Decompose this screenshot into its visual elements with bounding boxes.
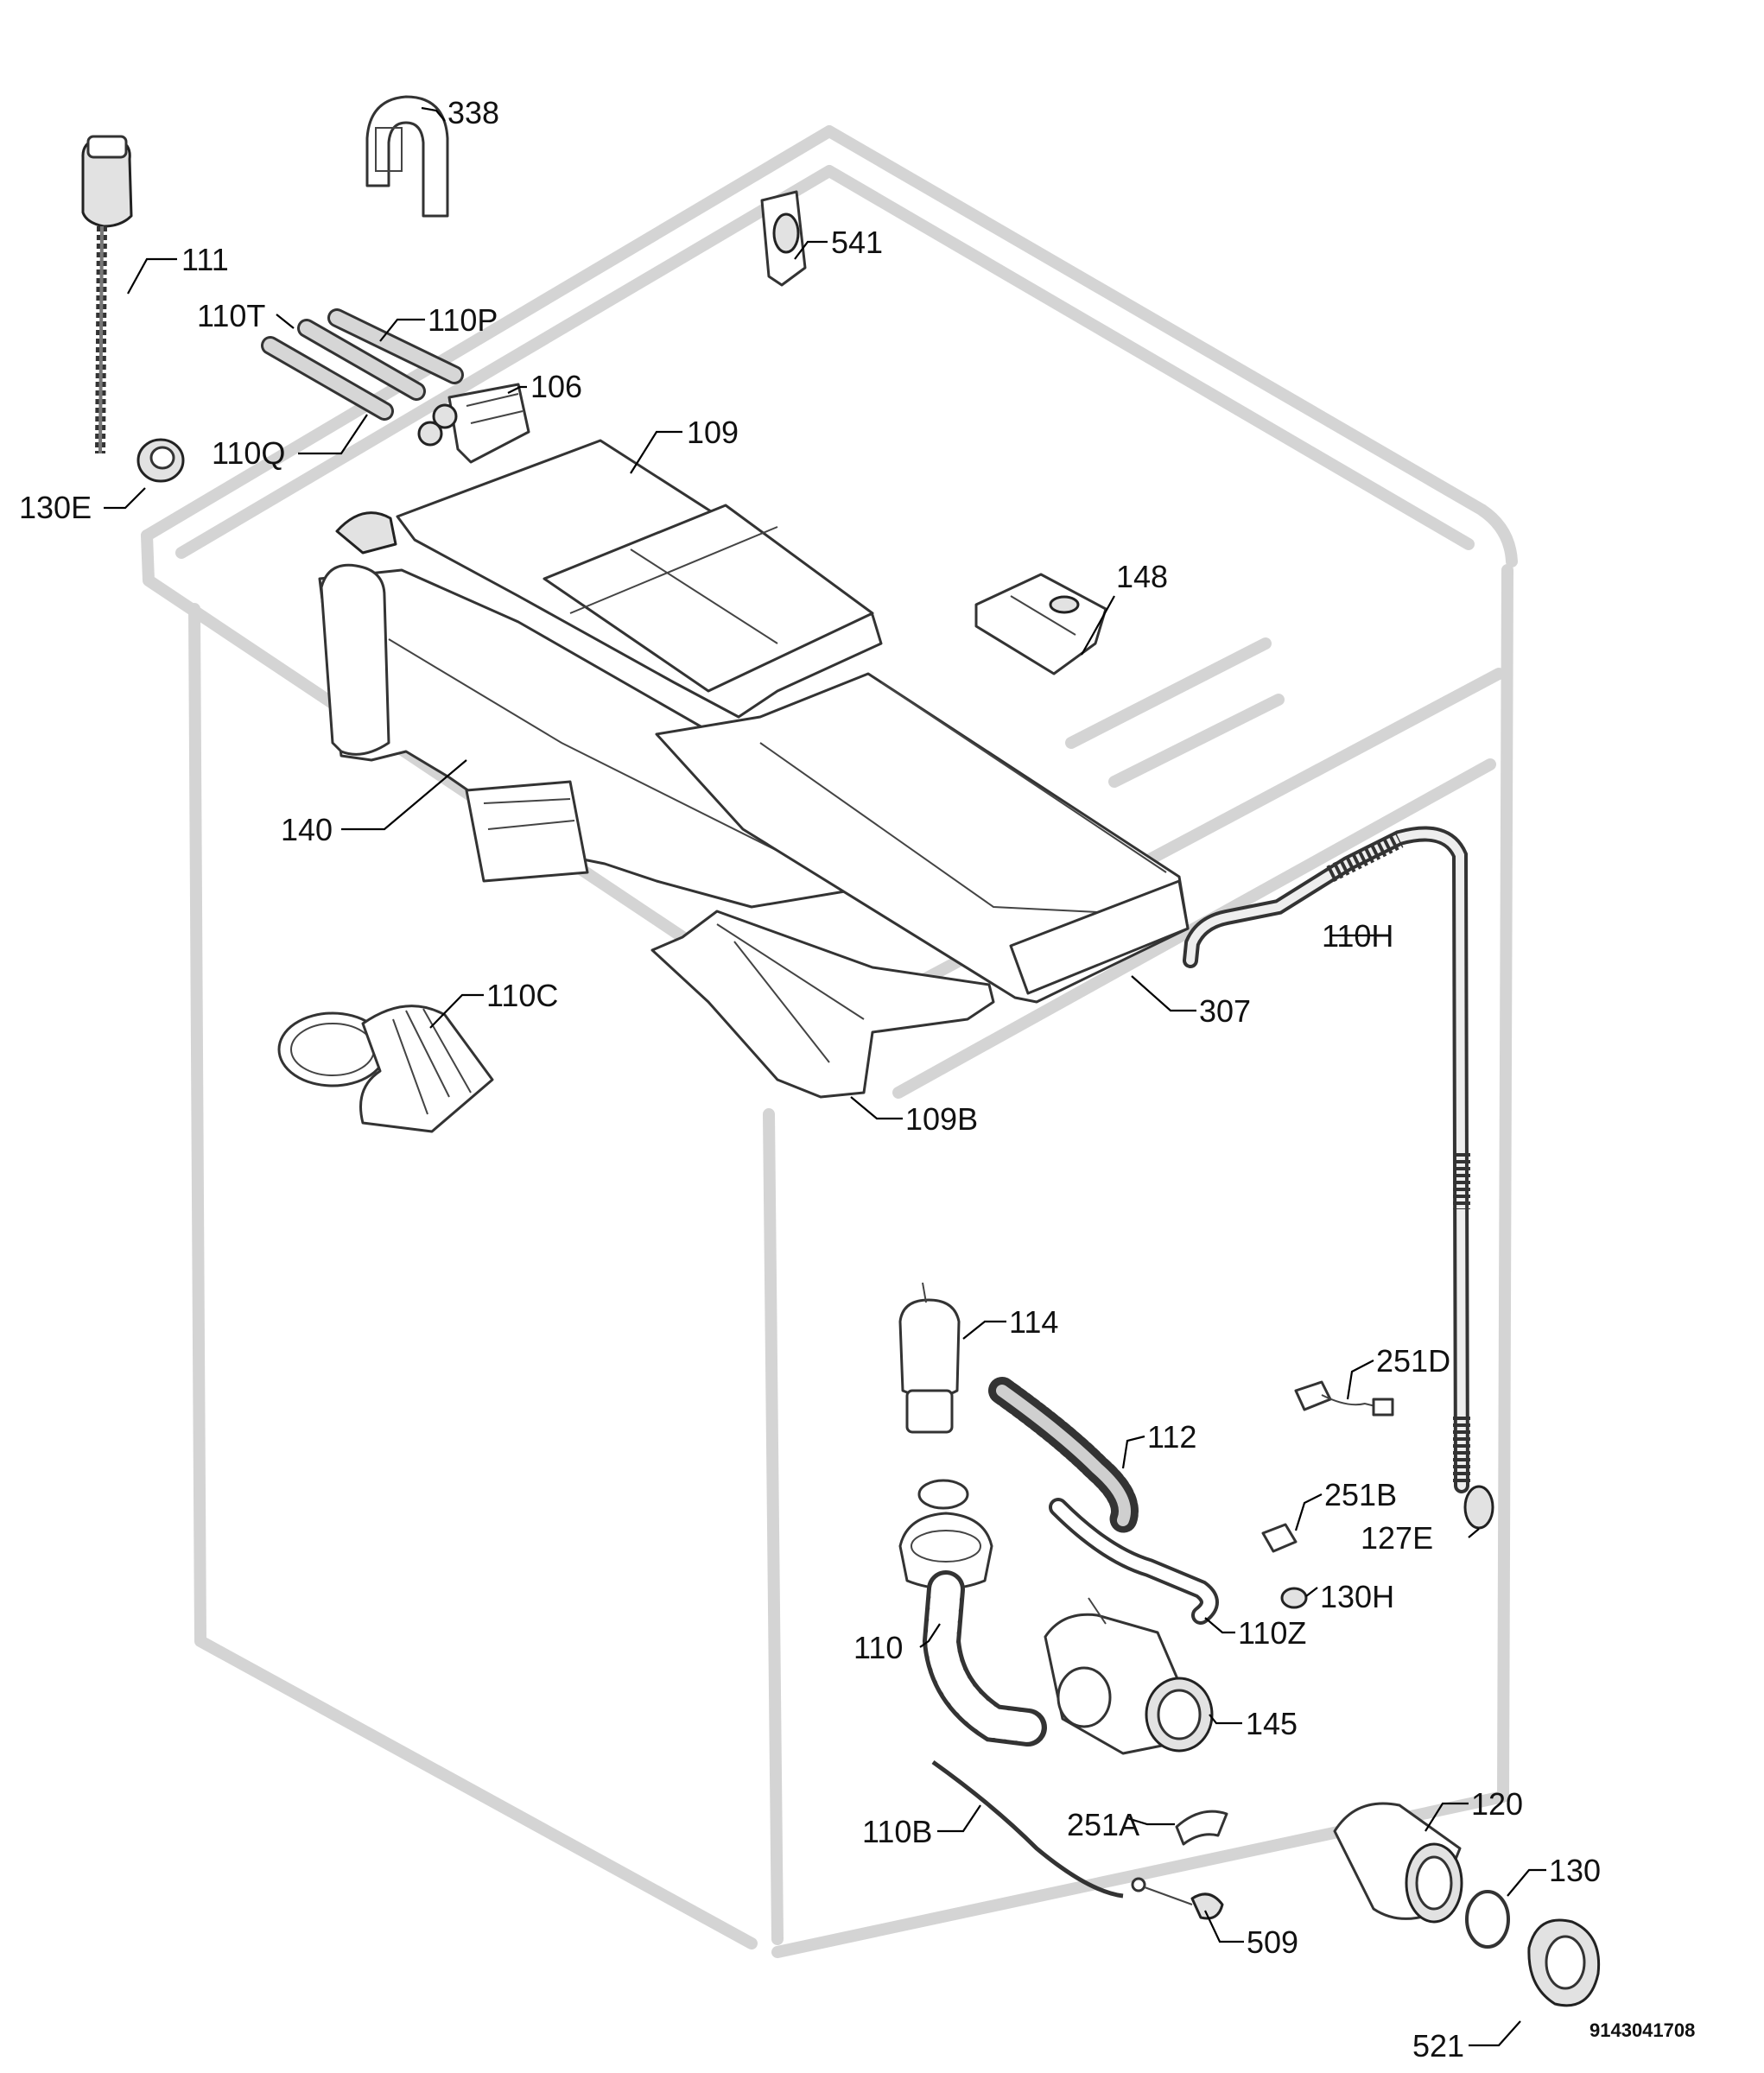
clip-251A xyxy=(1175,1810,1228,1846)
connector-251B xyxy=(1261,1523,1298,1553)
bellows-110C xyxy=(277,1005,494,1133)
plug-509 xyxy=(1131,1877,1224,1920)
callout-110: 110 xyxy=(853,1630,903,1665)
document-number: 9143041708 xyxy=(1590,2019,1695,2041)
leader-lines xyxy=(104,106,1546,2047)
hose-110Z xyxy=(1049,1498,1219,1625)
pressure-chamber-114 xyxy=(898,1282,961,1434)
callout-145: 145 xyxy=(1246,1706,1298,1741)
callout-130H: 130H xyxy=(1320,1579,1394,1614)
callout-110C: 110C xyxy=(486,978,558,1013)
callout-509: 509 xyxy=(1247,1924,1298,1960)
hose-110H xyxy=(1183,826,1470,1493)
callout-109B: 109B xyxy=(905,1101,978,1137)
hose-hook-338 xyxy=(365,95,449,218)
callout-130: 130 xyxy=(1549,1853,1601,1888)
duct-109B xyxy=(650,910,995,1099)
cap-521 xyxy=(1527,1918,1601,2007)
callout-110T: 110T xyxy=(197,298,265,333)
filter-120 xyxy=(1333,1802,1463,1924)
callout-338: 338 xyxy=(447,95,499,130)
callout-130E: 130E xyxy=(19,490,92,525)
drain-tube-110B xyxy=(931,1759,1124,1899)
callout-labels: 338 111 110T 110P 541 106 110Q 109 130E … xyxy=(19,95,1695,2063)
callout-110Q: 110Q xyxy=(212,435,285,471)
ring-130H xyxy=(1280,1587,1308,1609)
callout-307: 307 xyxy=(1199,993,1251,1029)
hose-112 xyxy=(988,1377,1139,1534)
knob-148 xyxy=(974,573,1107,675)
callout-111: 111 xyxy=(181,242,229,277)
pump-145 xyxy=(1044,1597,1214,1755)
callout-251D: 251D xyxy=(1376,1343,1450,1379)
dispenser-housing-140 xyxy=(318,563,874,909)
ring-127E xyxy=(1463,1485,1494,1530)
ring-130E xyxy=(136,438,185,483)
callout-541: 541 xyxy=(831,225,883,260)
callout-521: 521 xyxy=(1412,2028,1464,2063)
callout-110H: 110H xyxy=(1322,918,1393,954)
dispenser-109 xyxy=(335,439,883,719)
drawer-307 xyxy=(655,672,1190,1004)
valve-106 xyxy=(417,383,530,464)
callout-112: 112 xyxy=(1147,1419,1196,1455)
callout-106: 106 xyxy=(530,369,582,404)
cabinet-outline xyxy=(141,125,1518,1958)
callout-110P: 110P xyxy=(428,302,498,338)
callout-140: 140 xyxy=(281,812,333,847)
inlet-hose-111 xyxy=(81,135,133,454)
callout-120: 120 xyxy=(1471,1786,1523,1822)
seal-130 xyxy=(1465,1890,1510,1949)
sump-hose-110 xyxy=(898,1479,1047,1747)
callout-251A: 251A xyxy=(1067,1807,1139,1842)
callout-114: 114 xyxy=(1009,1304,1058,1340)
callout-127E: 127E xyxy=(1361,1520,1433,1556)
callout-110Z: 110Z xyxy=(1238,1615,1306,1651)
callout-109: 109 xyxy=(687,415,739,450)
tubes-110T-110P-110Q xyxy=(261,308,464,421)
bracket-541 xyxy=(760,190,807,287)
connector-251D xyxy=(1294,1380,1394,1417)
callout-148: 148 xyxy=(1116,559,1168,594)
callout-251B: 251B xyxy=(1324,1477,1397,1512)
callout-110B: 110B xyxy=(862,1814,932,1849)
